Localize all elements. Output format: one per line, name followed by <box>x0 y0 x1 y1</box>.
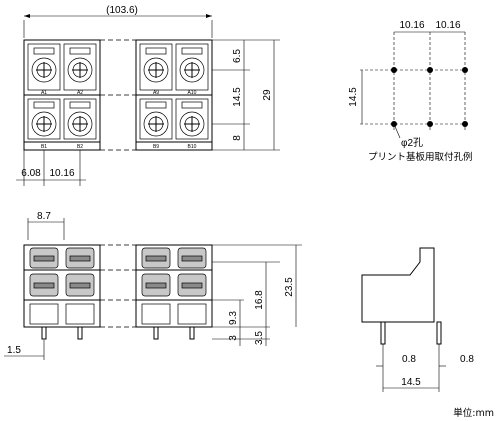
dim-hole-row: 14.5 <box>348 87 359 107</box>
dim-total-width: (103.6) <box>106 5 138 16</box>
terminal-a9 <box>139 43 173 91</box>
label-a2: A2 <box>77 90 83 96</box>
pcb-hole <box>462 67 468 73</box>
clamp-bottom-row <box>29 273 207 297</box>
front-view: 8.7 <box>4 211 302 360</box>
dim-row-h3: 8 <box>232 135 243 141</box>
pins <box>41 326 195 340</box>
label-a10: A10 <box>188 90 197 96</box>
dim-hole-pitch-b: 10.16 <box>435 20 460 31</box>
terminal-b1 <box>27 98 61 140</box>
dim-h-35: 3.5 <box>254 331 265 345</box>
pcb-hole <box>427 121 433 127</box>
side-view: 0.8 0.8 14.5 <box>361 247 474 392</box>
dim-pitch-bottom: 10.16 <box>49 168 74 179</box>
dim-h-total: 23.5 <box>284 277 295 297</box>
dim-side-depth: 14.5 <box>401 377 421 388</box>
pcb-hole <box>462 121 468 127</box>
pcb-hole <box>391 67 397 73</box>
terminal-a2 <box>63 43 97 91</box>
label-a9: A9 <box>153 90 159 96</box>
terminal-b2 <box>63 98 97 140</box>
label-b9: B9 <box>153 144 159 150</box>
dim-row-h2: 14.5 <box>232 87 243 107</box>
dim-row-h1: 6.5 <box>232 49 243 63</box>
top-view: (103.6) <box>16 5 280 186</box>
dim-edge: 6.08 <box>21 168 41 179</box>
dim-hole-pitch-a: 10.16 <box>399 20 424 31</box>
label-b2: B2 <box>77 144 83 150</box>
label-b1: B1 <box>41 144 47 150</box>
dim-pin-08-right: 0.8 <box>460 354 474 365</box>
label-a1: A1 <box>41 90 47 96</box>
terminal-b10 <box>175 98 209 140</box>
unit-label: 単位:mm <box>453 407 494 419</box>
pcb-hole-pattern: 10.16 10.16 14.5 φ2孔 プリント基板用取付孔例 <box>348 20 473 163</box>
dim-h-3: 3 <box>228 335 239 341</box>
terminal-a10 <box>175 43 209 91</box>
dim-h-mid: 16.8 <box>254 290 265 310</box>
dim-total-h: 29 <box>262 89 273 101</box>
label-b10: B10 <box>188 144 197 150</box>
dim-pin-08-left: 0.8 <box>402 354 416 365</box>
hole-note: φ2孔 <box>401 137 423 149</box>
pcb-caption: プリント基板用取付孔例 <box>368 151 473 163</box>
dim-side-w: 8.7 <box>37 211 51 222</box>
terminal-a1 <box>27 43 61 91</box>
clamp-top-row <box>29 247 207 269</box>
dim-pin-15: 1.5 <box>7 345 21 356</box>
terminal-b9 <box>139 98 173 140</box>
pcb-hole <box>427 67 433 73</box>
dim-h-lower: 9.3 <box>228 311 239 325</box>
